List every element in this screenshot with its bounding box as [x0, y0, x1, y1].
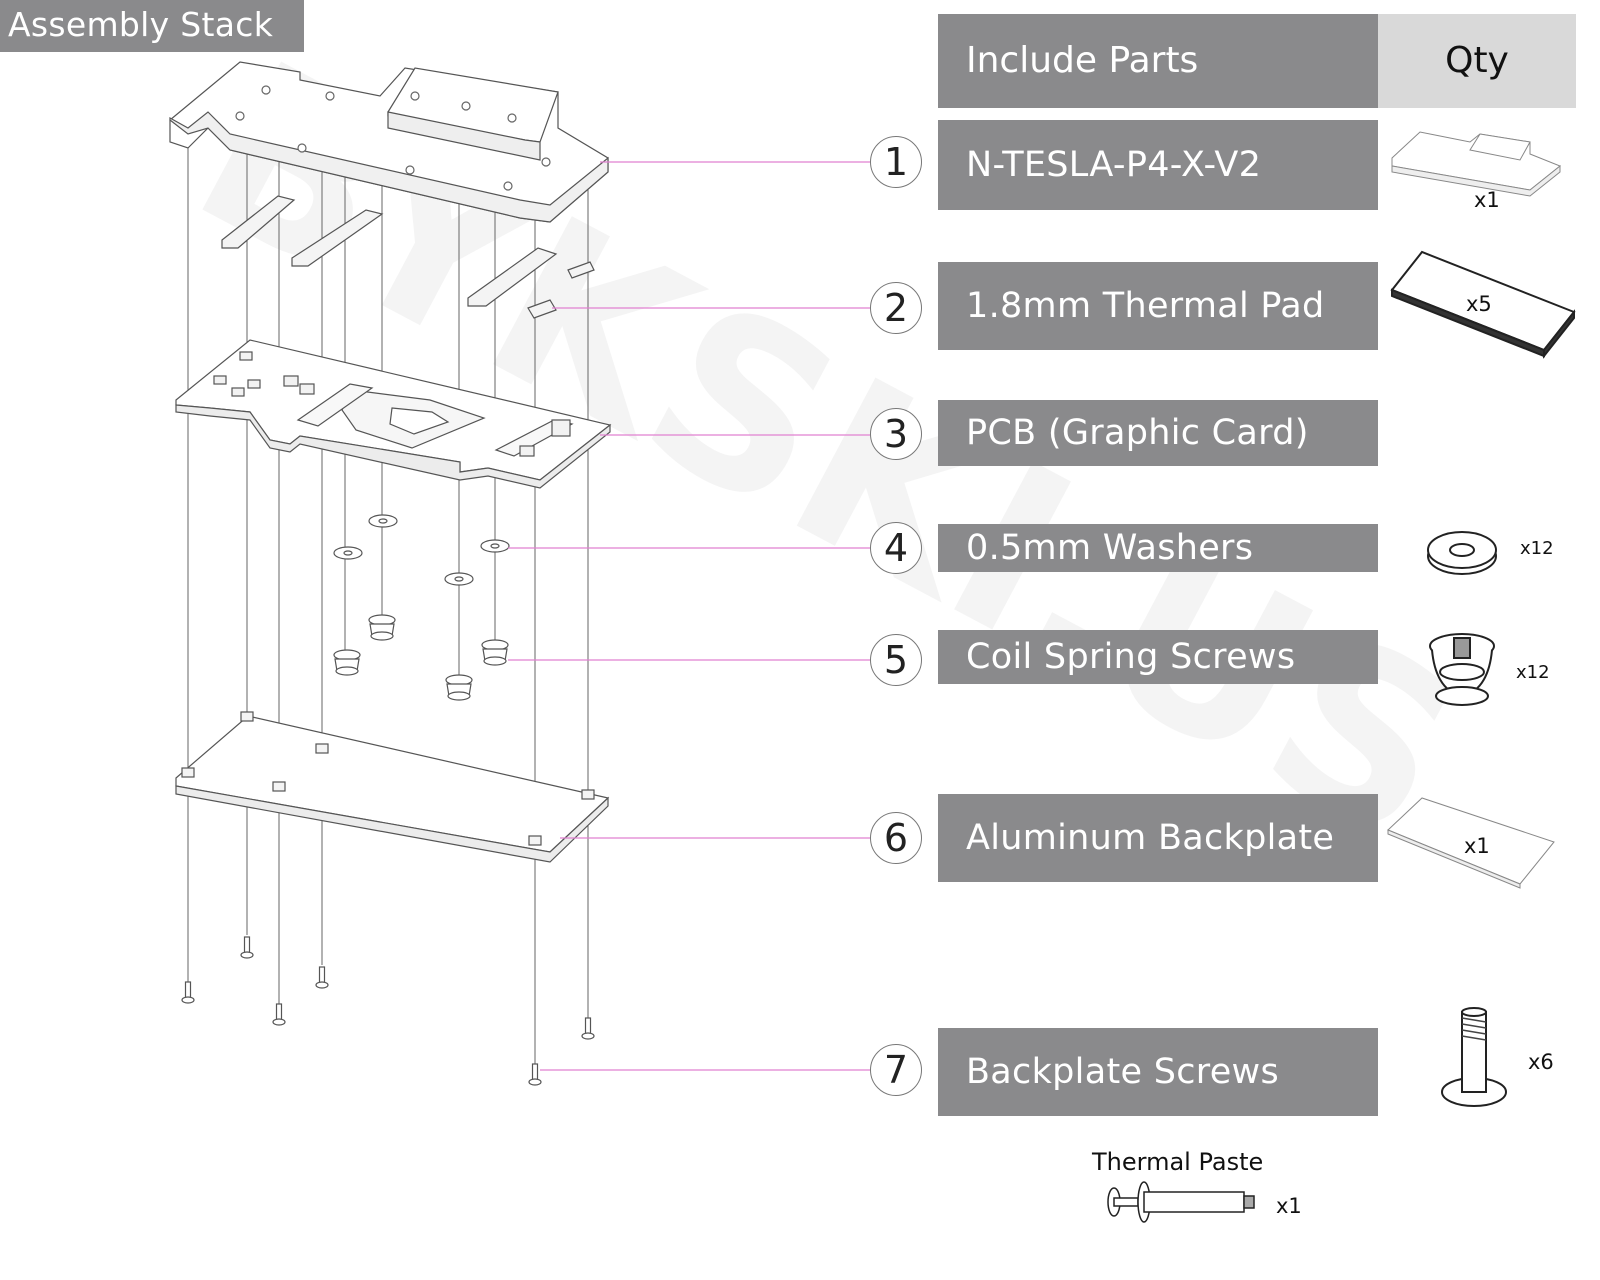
callout-2: 2	[870, 282, 922, 334]
backplate-part-6	[175, 711, 610, 863]
callout-1: 1	[870, 136, 922, 188]
callout-5: 5	[870, 634, 922, 686]
callout-6: 6	[870, 812, 922, 864]
washer-thumbnail	[1427, 531, 1497, 575]
part-name-3: PCB (Graphic Card)	[938, 400, 1378, 466]
part-name-4: 0.5mm Washers	[938, 524, 1378, 572]
backplate-screw-thumbnail	[1441, 1007, 1507, 1107]
assembly-stack-title: Assembly Stack	[0, 0, 304, 52]
qty-6: x1	[1464, 834, 1490, 858]
part-name-1: N-TESLA-P4-X-V2	[938, 120, 1378, 210]
pcb-part-3	[175, 339, 612, 489]
part-name-7: Backplate Screws	[938, 1028, 1378, 1116]
waterblock-thumbnail	[1391, 131, 1561, 197]
assembly-guide-lines	[187, 140, 589, 1075]
leader-lines	[508, 161, 870, 1071]
callout-4: 4	[870, 522, 922, 574]
qty-header: Qty	[1378, 14, 1576, 108]
qty-1: x1	[1474, 188, 1500, 212]
part-name-2: 1.8mm Thermal Pad	[938, 262, 1378, 350]
include-parts-header: Include Parts	[938, 14, 1378, 108]
thermal-pads-part-2	[221, 195, 595, 319]
qty-7: x6	[1528, 1050, 1554, 1074]
backplate-screws-part-7	[181, 936, 595, 1086]
thermal-paste-label: Thermal Paste	[1092, 1148, 1264, 1176]
coil-spring-screw-thumbnail	[1429, 633, 1495, 706]
callout-3: 3	[870, 408, 922, 460]
qty-4: x12	[1520, 538, 1554, 559]
callout-7: 7	[870, 1044, 922, 1096]
thermal-paste-syringe-icon	[1107, 1181, 1255, 1223]
backplate-thumbnail	[1387, 797, 1555, 889]
thermal-pad-thumbnail	[1390, 250, 1576, 359]
thermal-paste-qty: x1	[1276, 1194, 1302, 1218]
part-name-6: Aluminum Backplate	[938, 794, 1378, 882]
coil-spring-screws-part-5	[333, 614, 509, 701]
washers-part-4	[333, 514, 510, 586]
qty-5: x12	[1516, 662, 1550, 683]
qty-2: x5	[1466, 292, 1492, 316]
exploded-assembly-diagram	[169, 61, 870, 1086]
part-name-5: Coil Spring Screws	[938, 630, 1378, 684]
waterblock-part-1	[169, 61, 609, 223]
